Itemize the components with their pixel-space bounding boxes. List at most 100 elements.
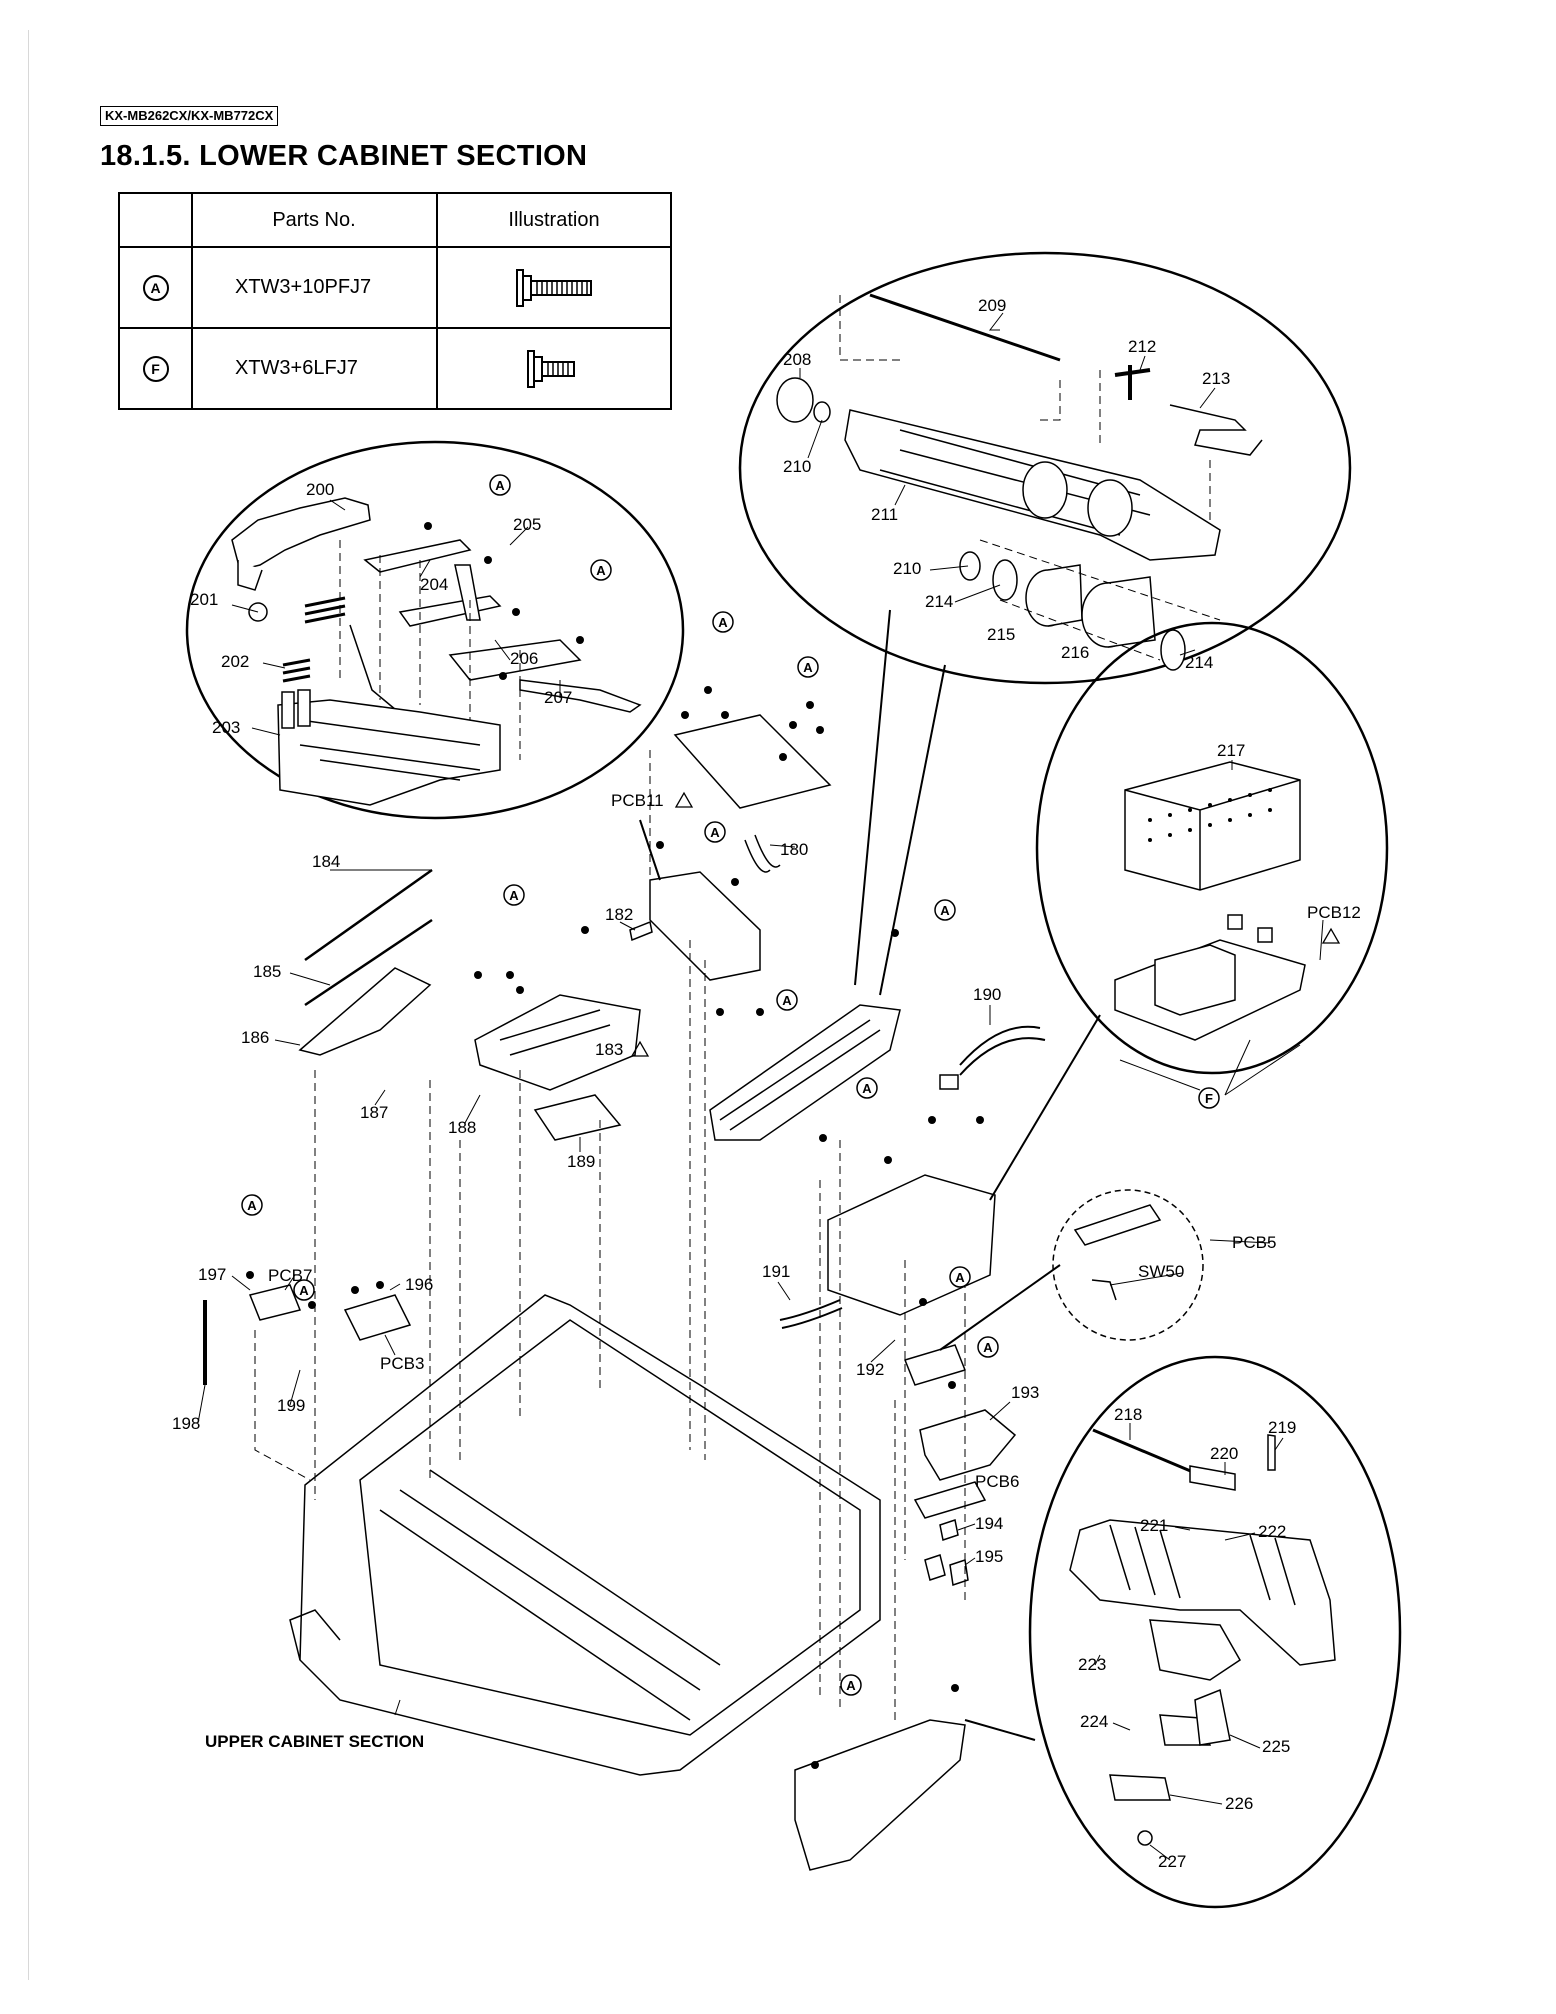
ellipse-screws (424, 522, 584, 680)
detail-circle-pcb5 (1052, 1189, 1204, 1341)
svg-text:A: A (983, 1340, 993, 1355)
svg-text:A: A (299, 1283, 309, 1298)
power-supply-holes (1148, 788, 1272, 842)
part-label: 200 (306, 480, 334, 499)
part-label: 218 (1114, 1405, 1142, 1424)
screw-parts-table: Parts No. Illustration A XTW3+10PFJ7 F X… (118, 192, 672, 410)
part-label: 182 (605, 905, 633, 924)
screw-f-marker: F (1198, 1087, 1220, 1109)
pcb5-board (1073, 1204, 1162, 1301)
pcb-label: PCB3 (380, 1354, 424, 1373)
screw-a-marker: A (977, 1336, 999, 1358)
part-label: 216 (1061, 643, 1089, 662)
part-label: 194 (975, 1514, 1003, 1533)
central-exploded-parts (203, 714, 1046, 1871)
screw-symbol-f: F (142, 355, 169, 382)
part-label: 197 (198, 1265, 226, 1284)
pickup-dashed-leaders (839, 295, 1221, 661)
page-margin-line (28, 30, 29, 1980)
table-header-row: Parts No. Illustration (118, 192, 672, 248)
svg-text:A: A (247, 1198, 257, 1213)
part-label: 185 (253, 962, 281, 981)
screw-a-marker: A (712, 611, 734, 633)
paper-guide-assembly (231, 497, 642, 806)
part-label: 188 (448, 1118, 476, 1137)
part-label: 195 (975, 1547, 1003, 1566)
power-supply-assembly (1114, 761, 1306, 1041)
detail-ellipse-adf-cover (1028, 1355, 1402, 1909)
part-label: 199 (277, 1396, 305, 1415)
screw-a-marker: A (489, 474, 511, 496)
table-row: F XTW3+6LFJ7 (118, 327, 672, 410)
pcb-label: PCB11 (611, 791, 664, 810)
part-number: XTW3+10PFJ7 (191, 246, 438, 329)
table-header-illustration: Illustration (436, 192, 672, 248)
part-label: 210 (783, 457, 811, 476)
part-label: 215 (987, 625, 1015, 644)
table-header-symbol (118, 192, 193, 248)
screw-a-marker: A (797, 656, 819, 678)
screw-a-marker: A (293, 1279, 315, 1301)
screw-a-marker: A (590, 559, 612, 581)
part-label: 193 (1011, 1383, 1039, 1402)
part-label: 222 (1258, 1522, 1286, 1541)
part-number: XTW3+6LFJ7 (191, 327, 438, 410)
svg-text:A: A (596, 563, 606, 578)
warning-icon (630, 1040, 650, 1057)
part-label: 212 (1128, 337, 1156, 356)
pcb-label: PCB7 (268, 1266, 312, 1285)
central-dashed-leaders (254, 750, 966, 1720)
part-label: 211 (871, 505, 898, 524)
label-leaders (197, 312, 1324, 1861)
pickup-roller-assembly (776, 293, 1263, 671)
switch-label: SW50 (1138, 1262, 1184, 1281)
part-labels: 200 201 202 203 204 205 206 207 208 209 … (172, 296, 1361, 1871)
part-label: 205 (513, 515, 541, 534)
svg-text:A: A (718, 615, 728, 630)
part-label: 223 (1078, 1655, 1106, 1674)
part-label: 198 (172, 1414, 200, 1433)
svg-text:A: A (710, 825, 720, 840)
svg-text:A: A (782, 993, 792, 1008)
screw-a-marker: A (776, 989, 798, 1011)
adf-cover-assembly (1069, 1428, 1336, 1846)
section-title: 18.1.5. LOWER CABINET SECTION (100, 140, 588, 172)
detail-ellipse-power-supply (1035, 621, 1389, 1075)
part-label: 184 (312, 852, 340, 871)
short-screw-icon (527, 349, 575, 388)
warning-icon (674, 791, 694, 808)
screw-a-markers: A A A A A A A A A A A A A A (241, 474, 999, 1696)
warning-icon (1321, 927, 1341, 944)
table-header-parts-no: Parts No. (191, 192, 438, 248)
part-label: 210 (893, 559, 921, 578)
part-label: 190 (973, 985, 1001, 1004)
screw-a-marker: A (949, 1266, 971, 1288)
part-label: 224 (1080, 1712, 1108, 1731)
model-number-box: KX-MB262CX/KX-MB772CX (100, 106, 279, 126)
part-label: 183 (595, 1040, 623, 1059)
pcb-label: PCB6 (975, 1472, 1019, 1491)
part-label: 191 (762, 1262, 790, 1281)
part-label: 192 (856, 1360, 884, 1379)
table-row: A XTW3+10PFJ7 (118, 246, 672, 329)
screw-markers (246, 686, 984, 1769)
part-label: 217 (1217, 741, 1245, 760)
part-label: 204 (420, 575, 448, 594)
part-label: 180 (780, 840, 808, 859)
svg-text:A: A (509, 888, 519, 903)
svg-text:A: A (940, 903, 950, 918)
part-label: 209 (978, 296, 1006, 315)
screw-a-marker: A (934, 899, 956, 921)
part-label: 201 (190, 590, 218, 609)
part-label: 203 (212, 718, 240, 737)
part-label: 189 (567, 1152, 595, 1171)
svg-text:A: A (955, 1270, 965, 1285)
part-label: 213 (1202, 369, 1230, 388)
part-label: 219 (1268, 1418, 1296, 1437)
screw-a-marker: A (840, 1674, 862, 1696)
svg-text:A: A (862, 1081, 872, 1096)
part-label: 207 (544, 688, 572, 707)
pcb-label: PCB12 (1307, 903, 1361, 922)
part-label: 196 (405, 1275, 433, 1294)
